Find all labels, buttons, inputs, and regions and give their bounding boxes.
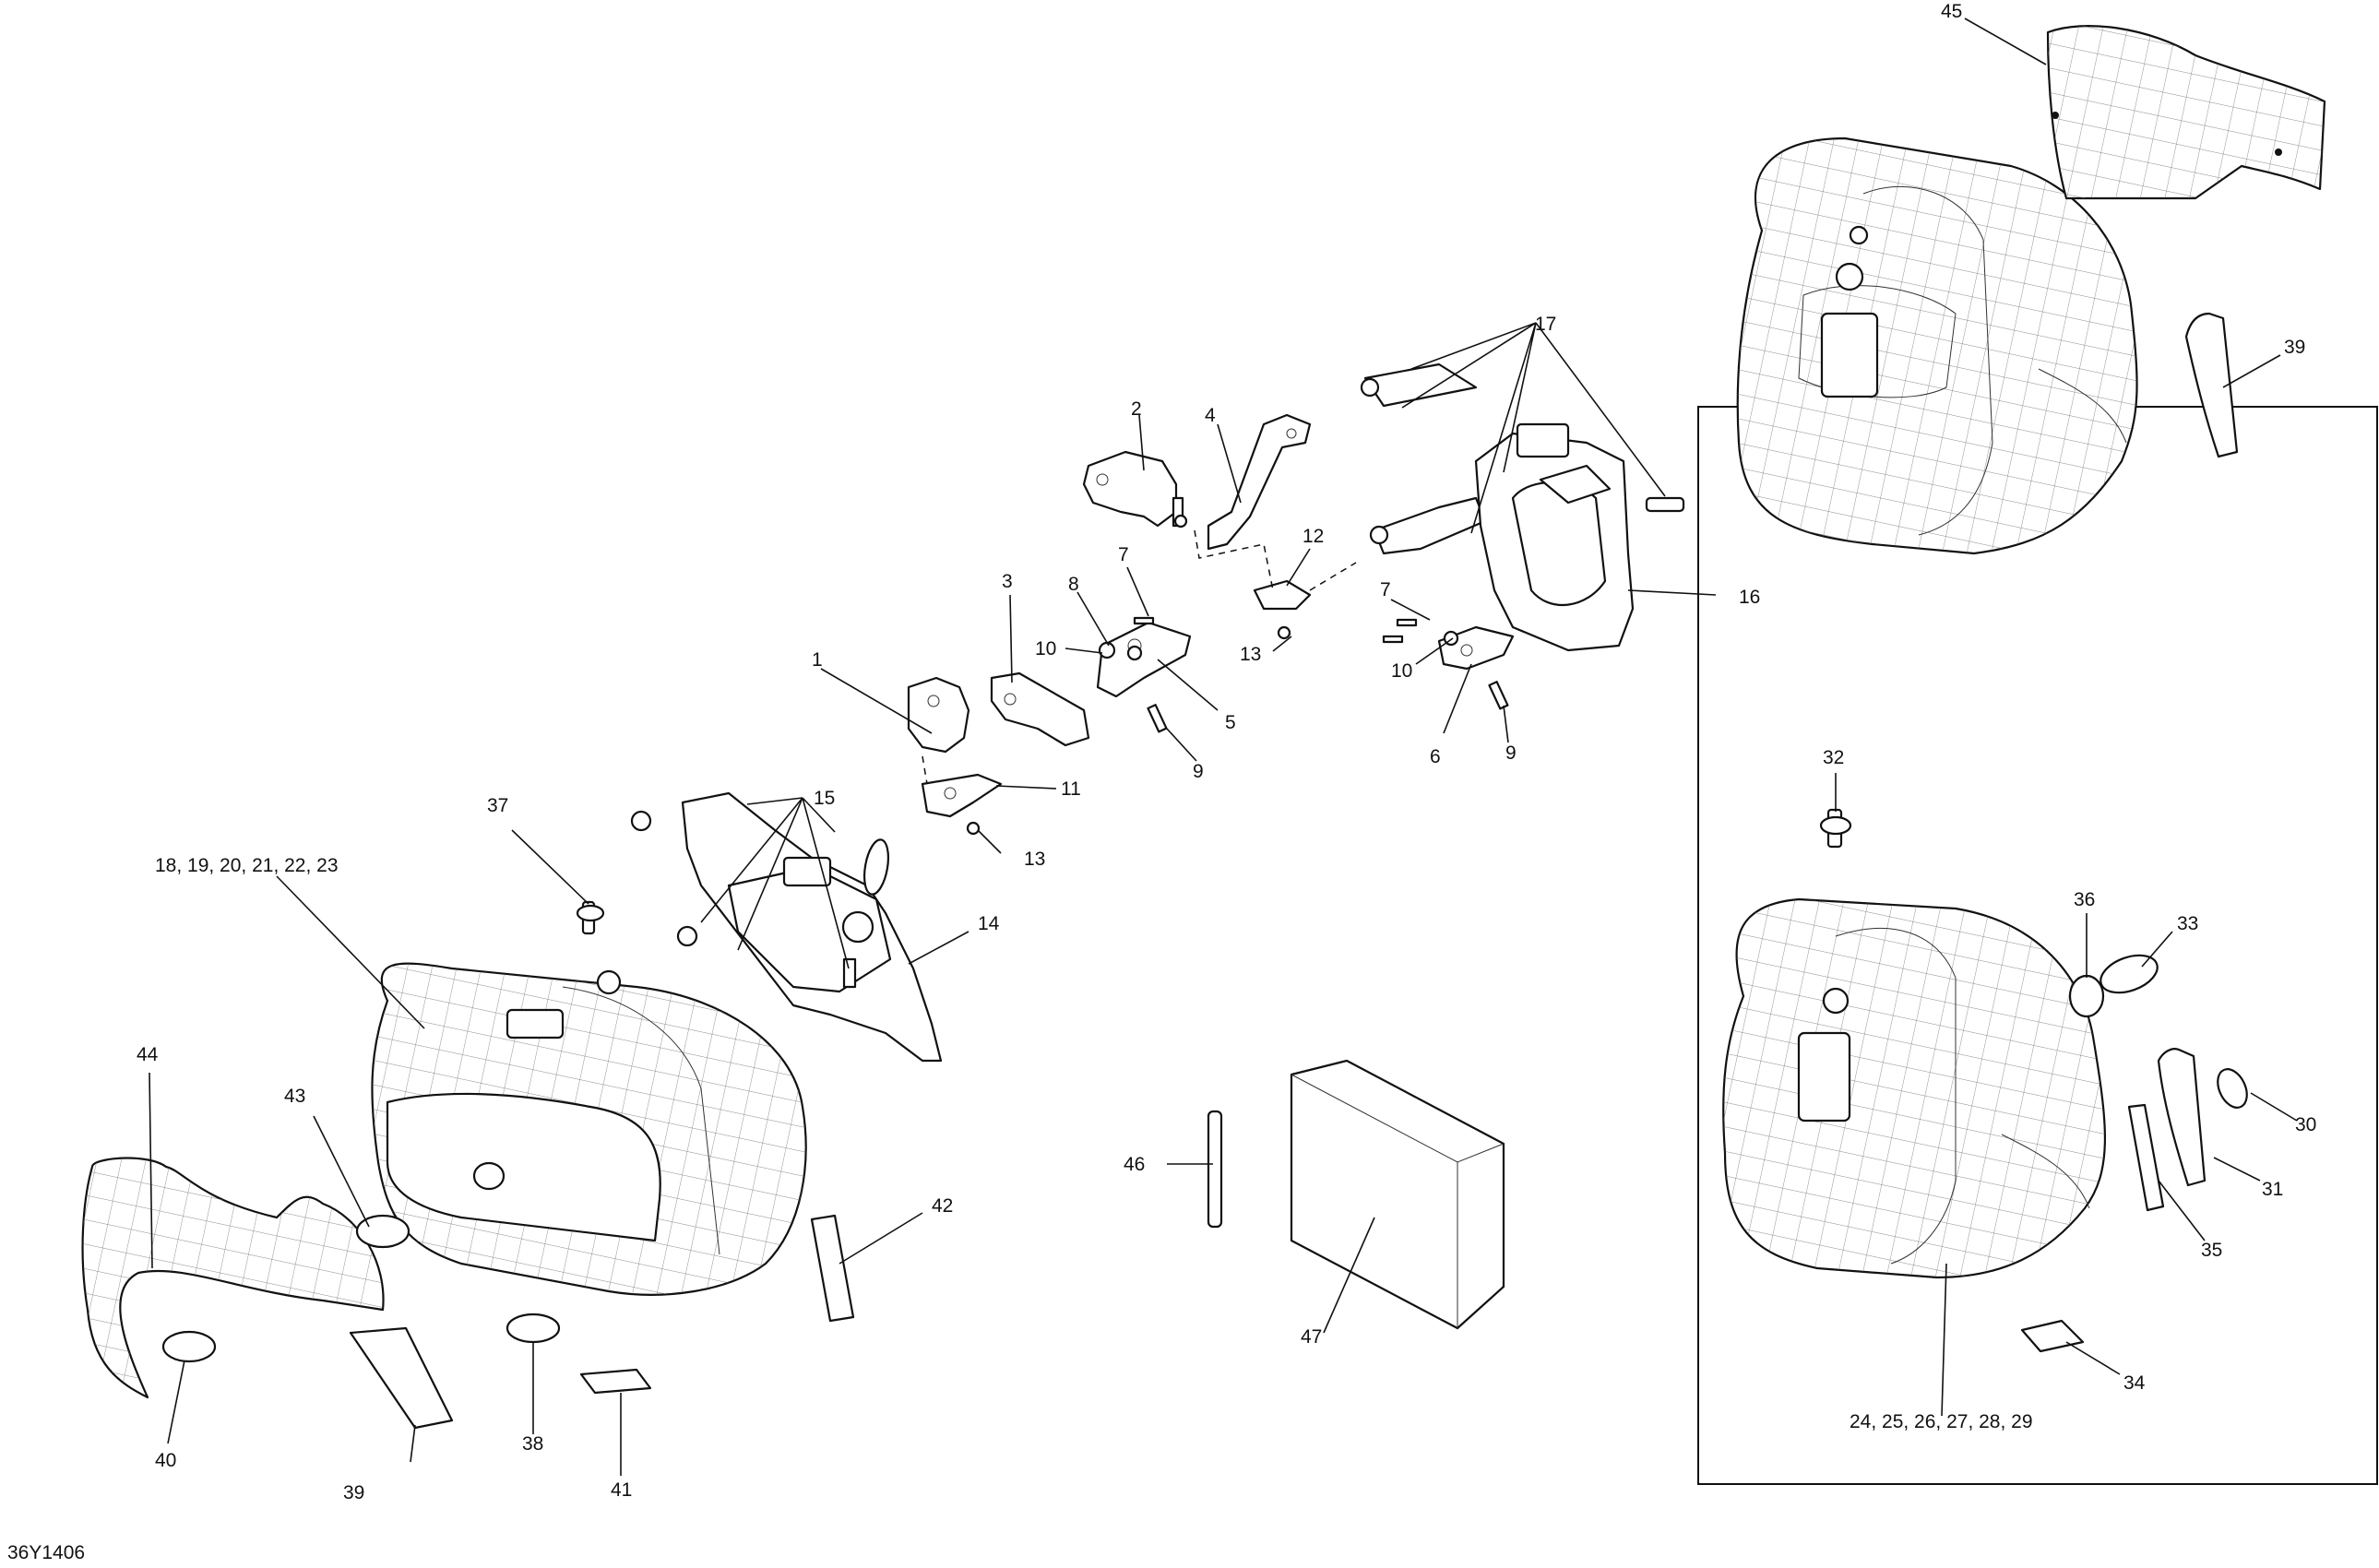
assembly-line-2 [1309,562,1357,591]
callout-13a: 13 [1240,644,1261,665]
callout-38: 38 [522,1433,543,1455]
callout-42: 42 [932,1195,953,1217]
callout-2: 2 [1131,398,1142,420]
callout-7a: 7 [1118,544,1129,565]
bracket-12 [1253,579,1312,611]
callout-17: 17 [1535,314,1556,335]
detail-case [1722,897,2106,1279]
callout-45: 45 [1941,1,1962,22]
callout-10a: 10 [1035,638,1056,659]
label-41 [579,1368,652,1395]
lid-cover-44 [81,1157,385,1399]
callout-40: 40 [155,1450,176,1471]
callout-5: 5 [1225,712,1236,733]
callout-41: 41 [611,1479,632,1501]
key-37 [576,900,605,935]
rail-16 [1360,362,1685,652]
key-32 [1819,808,1852,849]
callout-18-23: 18, 19, 20, 21, 22, 23 [155,855,339,876]
callout-32: 32 [1823,747,1844,768]
callout-9b: 9 [1505,742,1517,764]
callout-35: 35 [2201,1240,2222,1261]
reflector-35 [2127,1103,2165,1212]
disc-40 [161,1330,217,1363]
callout-39b: 39 [343,1482,364,1503]
leader-lines [149,18,2298,1476]
callout-43: 43 [284,1086,305,1107]
callout-14: 14 [978,913,1000,934]
callout-4: 4 [1205,405,1216,426]
callout-30: 30 [2295,1114,2316,1135]
bracket-3 [990,671,1090,747]
disc-38 [506,1313,561,1344]
callout-10b: 10 [1391,660,1412,682]
callout-labels: 1 2 3 4 5 6 7 7 8 9 9 10 10 11 12 13 13 … [137,1,2316,1503]
disc-30 [2217,1068,2248,1109]
callout-11: 11 [1061,778,1081,800]
disc-33 [2099,954,2159,994]
callout-12: 12 [1303,526,1324,547]
reflector-strip-39-upper [2184,312,2239,458]
strap-46 [1207,1110,1223,1229]
callout-33: 33 [2177,913,2198,934]
box-47 [1290,1059,1505,1330]
disc-43 [355,1214,410,1249]
bracket-2 [1082,450,1184,528]
reflector-39-lower [349,1326,454,1430]
callout-7b: 7 [1380,579,1391,600]
callout-13b: 13 [1024,849,1045,870]
lid-cover-45 [2046,25,2326,200]
fasteners [966,514,1509,836]
left-side-case [371,962,807,1296]
bracket-11 [921,773,1003,818]
assembly-line-1 [1194,529,1274,591]
reflector-42 [810,1214,855,1323]
assembly-line-3 [922,755,928,785]
callout-9a: 9 [1193,761,1204,782]
bracket-5 [1096,621,1192,698]
rail-14 [630,791,943,1063]
bracket-4 [1207,413,1312,551]
top-case-upper [1736,137,2138,555]
callout-31: 31 [2262,1179,2283,1200]
callout-3: 3 [1002,571,1013,592]
disc-36 [2068,974,2105,1018]
callout-39a: 39 [2284,337,2305,358]
callout-37: 37 [487,795,508,816]
callout-24-29: 24, 25, 26, 27, 28, 29 [1850,1411,2033,1432]
callout-16: 16 [1739,587,1760,608]
callout-34: 34 [2123,1372,2146,1394]
callout-47: 47 [1301,1326,1322,1348]
callout-44: 44 [137,1044,159,1065]
bracket-1 [907,676,970,754]
callout-1: 1 [812,649,823,671]
callout-15: 15 [814,788,835,809]
figure-id: 36Y1406 [7,1542,85,1563]
reflector-31 [2157,1048,2207,1187]
callout-6: 6 [1430,746,1441,767]
callout-46: 46 [1124,1154,1145,1175]
callout-36: 36 [2074,889,2095,910]
callout-8: 8 [1068,574,1079,595]
